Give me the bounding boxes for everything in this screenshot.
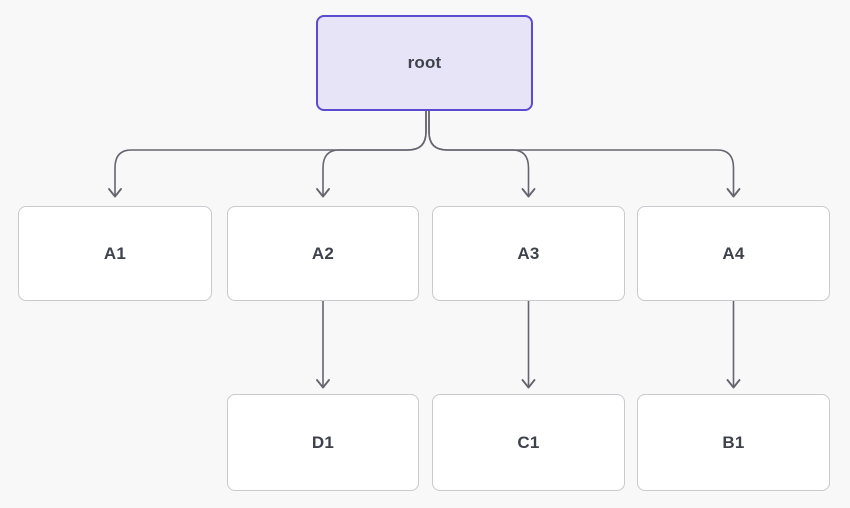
node-root-label: root: [407, 53, 442, 72]
node-c1[interactable]: C1: [432, 394, 625, 491]
arrowhead-down-icon: [316, 188, 330, 198]
edge-a2-d1: [316, 301, 330, 389]
edge-root-a1: [108, 111, 427, 198]
arrowhead-down-icon: [108, 188, 122, 198]
node-a1[interactable]: A1: [18, 206, 212, 301]
node-d1[interactable]: D1: [227, 394, 419, 491]
edge-a4-b1: [726, 301, 741, 389]
node-a4-label: A4: [722, 243, 745, 263]
node-a4[interactable]: A4: [637, 206, 830, 301]
edge-root-a2: [316, 111, 427, 198]
node-a3-label: A3: [517, 243, 540, 263]
arrowhead-down-icon: [726, 188, 741, 198]
node-a2[interactable]: A2: [227, 206, 419, 301]
node-b1-label: B1: [722, 432, 745, 452]
arrowhead-down-icon: [521, 188, 536, 198]
arrowhead-down-icon: [726, 379, 741, 389]
node-c1-label: C1: [517, 432, 540, 452]
node-a2-label: A2: [311, 243, 335, 263]
node-a1-label: A1: [103, 243, 127, 263]
arrowhead-down-icon: [316, 379, 330, 389]
arrowhead-down-icon: [521, 379, 536, 389]
edge-root-a3: [428, 111, 536, 198]
node-b1[interactable]: B1: [637, 394, 830, 491]
edge-root-a4: [428, 111, 741, 198]
node-root[interactable]: root: [316, 15, 533, 111]
node-a3[interactable]: A3: [432, 206, 625, 301]
edge-a3-c1: [521, 301, 536, 389]
node-d1-label: D1: [311, 432, 335, 452]
